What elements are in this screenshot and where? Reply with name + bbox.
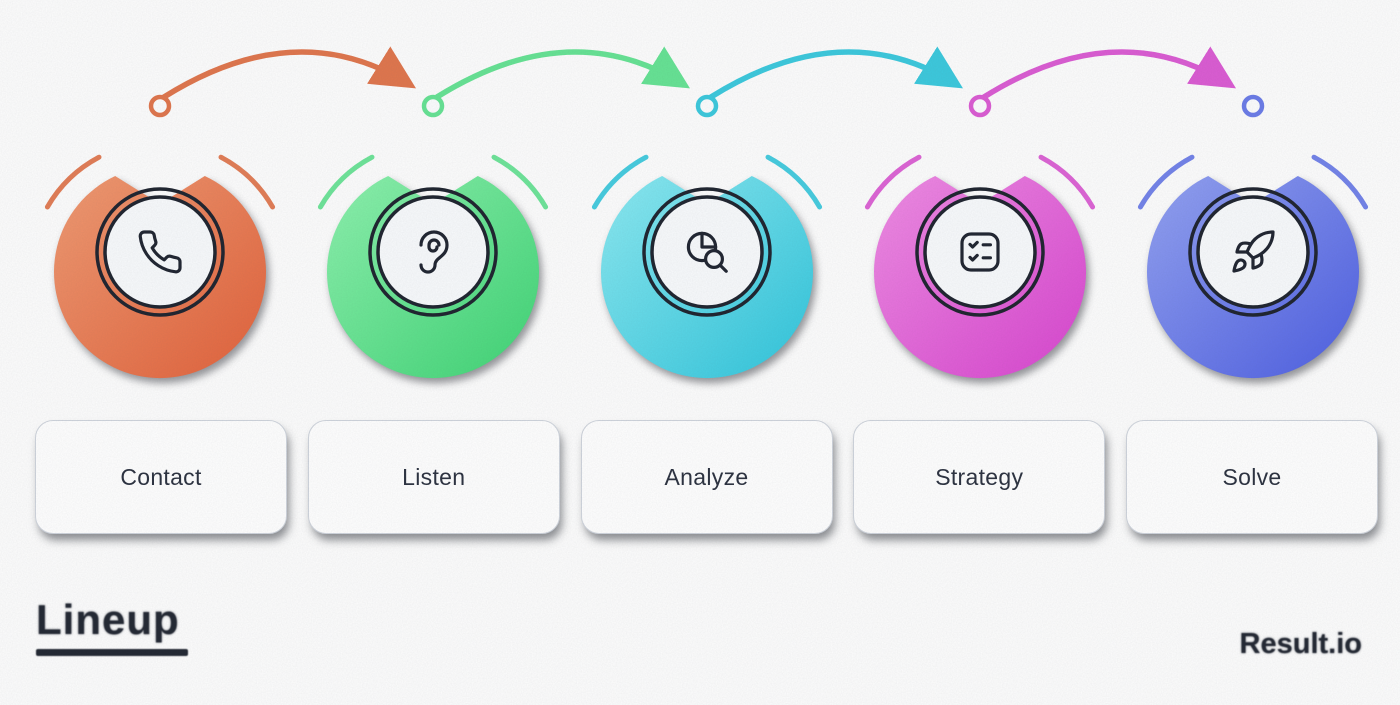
process-flow-graphic [44,46,1369,379]
icon-badge [103,195,217,309]
arc-listen-analyze [434,46,691,100]
step-label-row: Contact Listen Analyze Strategy Solve [0,420,1400,534]
credit-text: Result.io [1239,628,1362,660]
step-label: Analyze [664,463,749,490]
step-card-contact: Contact [35,420,287,534]
connector-node [421,94,445,118]
arc-strategy-solve [981,46,1237,100]
connector-node [148,94,172,118]
step-label: Contact [120,463,202,490]
arc-contact-listen [161,46,417,100]
step-card-strategy: Strategy [853,420,1106,534]
step-card-solve: Solve [1126,420,1378,534]
step-card-listen: Listen [307,420,560,534]
step-circle-solve [1137,94,1369,379]
step-circle-strategy [864,94,1096,379]
step-card-analyze: Analyze [580,420,833,534]
arc-analyze-strategy [708,46,964,100]
step-label: Listen [402,463,466,490]
brand-wordmark: Lineup [36,596,188,656]
step-label: Strategy [935,463,1024,490]
step-circle-listen [317,94,549,379]
step-label: Solve [1222,463,1282,490]
brand-underline [36,649,188,656]
step-circle-analyze [591,94,823,379]
connector-node [1241,94,1265,118]
icon-badge [923,195,1037,309]
icon-badge [1196,195,1310,309]
step-circle-contact [44,94,276,379]
brand-text: Lineup [36,596,180,643]
connector-node [968,94,992,118]
connector-node [695,94,719,118]
connector-arcs [161,46,1237,100]
